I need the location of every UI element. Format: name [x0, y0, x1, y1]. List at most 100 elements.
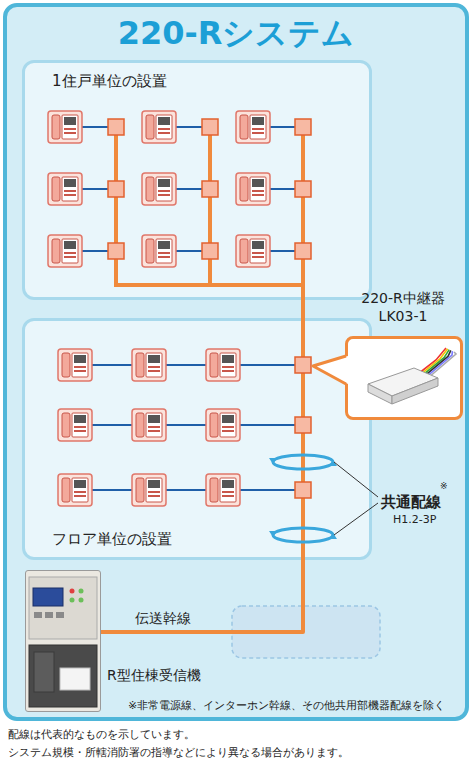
- intercom-frame: [58, 409, 92, 441]
- signal-wire: [82, 188, 108, 190]
- receiver-unit: R型住棟受信機: [25, 570, 101, 712]
- intercom-unit: [132, 409, 166, 441]
- intercom-unit: [206, 349, 240, 381]
- wiring-ring: [273, 528, 333, 542]
- intercom-handset: [136, 478, 144, 502]
- intercom-button: [148, 426, 160, 428]
- intercom-frame: [236, 111, 270, 143]
- page-note: システム規模・所轄消防署の指導などにより異なる場合があります。: [8, 746, 349, 760]
- intercom-screen: [158, 179, 170, 187]
- intercom-unit: [58, 409, 92, 441]
- intercom-body: [220, 353, 236, 377]
- signal-wire: [270, 126, 295, 128]
- receiver-printer: [60, 668, 90, 690]
- trunk-wire: [301, 317, 305, 561]
- intercom-unit: [206, 474, 240, 506]
- intercom-button: [74, 426, 86, 428]
- receiver-button: [45, 612, 53, 618]
- intercom-button: [74, 491, 86, 493]
- relay-square: [202, 119, 218, 135]
- intercom-button: [222, 426, 234, 428]
- intercom-body: [62, 177, 78, 201]
- intercom-button: [222, 366, 234, 368]
- trunk-wire: [301, 127, 305, 285]
- relay-square: [295, 119, 311, 135]
- intercom-handset: [240, 115, 248, 139]
- trunk-connector: [301, 300, 305, 318]
- relay-callout: 220-R中継器 LK03-1: [345, 336, 463, 420]
- intercom-button: [222, 430, 234, 432]
- intercom-body: [146, 478, 162, 502]
- intercom-frame: [48, 173, 82, 205]
- intercom-body: [72, 413, 88, 437]
- intercom-screen: [148, 355, 160, 363]
- intercom-screen: [64, 241, 76, 249]
- intercom-unit: [48, 235, 82, 267]
- ring-arrow: [329, 533, 337, 539]
- intercom-button: [74, 370, 86, 372]
- intercom-handset: [146, 239, 154, 263]
- intercom-frame: [142, 111, 176, 143]
- leader-line: [334, 503, 378, 535]
- intercom-button: [64, 190, 76, 192]
- intercom-frame: [132, 349, 166, 381]
- intercom-screen: [148, 480, 160, 488]
- intercom-unit: [206, 409, 240, 441]
- relay-square: [202, 243, 218, 259]
- intercom-button: [252, 252, 264, 254]
- connector-layer: [101, 300, 303, 632]
- intercom-screen: [74, 415, 86, 423]
- intercom-frame: [48, 235, 82, 267]
- ring-arrow: [269, 531, 277, 537]
- intercom-handset: [146, 177, 154, 201]
- signal-wire: [176, 250, 202, 252]
- intercom-body: [146, 353, 162, 377]
- intercom-unit: [48, 173, 82, 205]
- intercom-button: [222, 495, 234, 497]
- receiver-label: R型住棟受信機: [107, 667, 201, 685]
- signal-wire: [270, 188, 295, 190]
- receiver-button: [34, 612, 42, 618]
- intercom-screen: [222, 415, 234, 423]
- panel-heading: 1住戸単位の設置: [52, 72, 167, 91]
- relay-wire: [424, 350, 451, 376]
- intercom-handset: [62, 413, 70, 437]
- intercom-handset: [62, 353, 70, 377]
- intercom-body: [156, 115, 172, 139]
- ring-arrow: [329, 460, 337, 466]
- receiver-lower: [29, 645, 97, 707]
- intercom-body: [146, 413, 162, 437]
- intercom-screen: [222, 355, 234, 363]
- receiver-lamp: [79, 598, 84, 603]
- trunk-wire: [114, 283, 305, 287]
- receiver-button: [56, 612, 64, 618]
- intercom-unit: [236, 173, 270, 205]
- intercom-unit: [142, 173, 176, 205]
- intercom-handset: [146, 115, 154, 139]
- intercom-frame: [132, 409, 166, 441]
- intercom-body: [62, 239, 78, 263]
- relay-square: [295, 417, 311, 433]
- relay-device: [368, 368, 438, 396]
- intercom-unit: [236, 235, 270, 267]
- intercom-button: [64, 256, 76, 258]
- intercom-button: [148, 495, 160, 497]
- relay-wire: [418, 348, 446, 374]
- intercom-unit: [48, 111, 82, 143]
- intercom-button: [148, 430, 160, 432]
- signal-wire: [176, 188, 202, 190]
- intercom-button: [252, 194, 264, 196]
- intercom-body: [250, 239, 266, 263]
- receiver-lamp: [70, 598, 75, 603]
- intercom-unit: [142, 111, 176, 143]
- intercom-body: [156, 177, 172, 201]
- intercom-button: [158, 252, 170, 254]
- intercom-handset: [210, 353, 218, 377]
- intercom-button: [158, 194, 170, 196]
- relay-square: [108, 243, 124, 259]
- intercom-body: [72, 353, 88, 377]
- receiver-lamp: [70, 589, 75, 594]
- intercom-screen: [252, 117, 264, 125]
- signal-wire: [82, 250, 108, 252]
